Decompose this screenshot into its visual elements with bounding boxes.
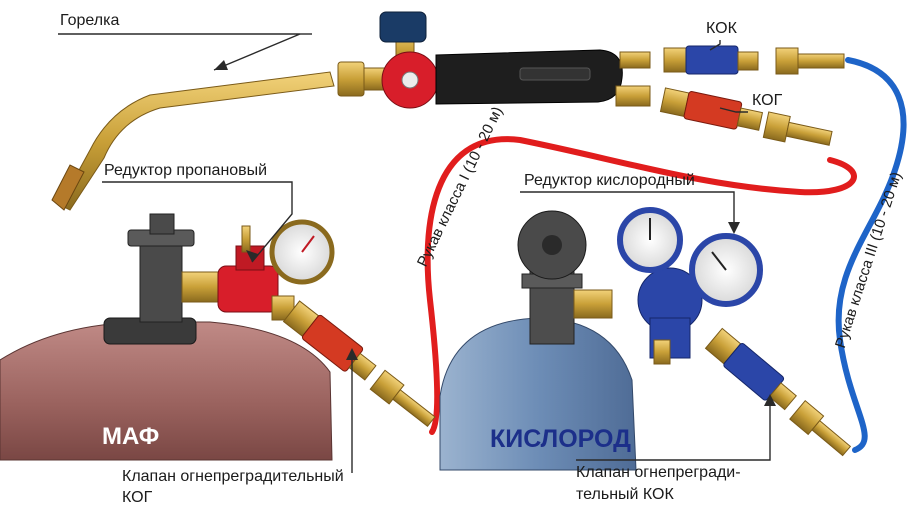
torch-valve-knob-top	[379, 11, 427, 43]
kok-valve-top	[663, 45, 845, 75]
maf-cylinder	[0, 213, 333, 461]
torch	[51, 11, 651, 211]
callout-kok-lower	[576, 398, 771, 461]
torch-tip-tube	[59, 71, 335, 211]
label-kog-valve-line2: КОГ	[122, 489, 153, 506]
torch-outlet-fuel	[615, 85, 651, 107]
propane-reducer	[217, 219, 335, 321]
label-kog-valve-line1: Клапан огнепреградительный	[122, 468, 344, 485]
oxygen-cylinder	[439, 210, 637, 471]
label-propane-reducer: Редуктор пропановый	[104, 162, 268, 179]
callout-kok-top	[709, 40, 721, 51]
label-kok-valve-line1: Клапан огнепрегради-	[576, 464, 741, 481]
kok-valve-lower	[704, 327, 852, 457]
torch-outlet-oxy	[619, 51, 651, 69]
maf-cylinder-label: МАФ	[102, 423, 160, 450]
kog-valve-top	[659, 87, 833, 146]
fuel-hose	[424, 136, 857, 435]
callout-oxygen-reducer	[520, 191, 735, 230]
maf-valve-body	[139, 239, 183, 323]
label-torch: Горелка	[60, 12, 120, 29]
label-kok-top: КОК	[706, 20, 737, 37]
oxygen-cylinder-label: КИСЛОРОД	[490, 425, 631, 453]
callout-kog-top	[719, 107, 748, 113]
oxygen-reducer	[617, 207, 763, 365]
oxygen-hose	[835, 57, 907, 453]
callout-lines	[58, 33, 771, 473]
label-kog-top: КОГ	[752, 92, 783, 109]
label-oxygen-reducer: Редуктор кислородный	[524, 172, 695, 189]
callout-torch	[58, 33, 301, 71]
callout-arrows	[214, 60, 776, 406]
torch-nozzle	[51, 164, 85, 211]
callout-propane	[102, 181, 293, 263]
torch-union-nut	[337, 61, 365, 97]
label-kok-valve-line2: тельный КОК	[576, 486, 674, 503]
